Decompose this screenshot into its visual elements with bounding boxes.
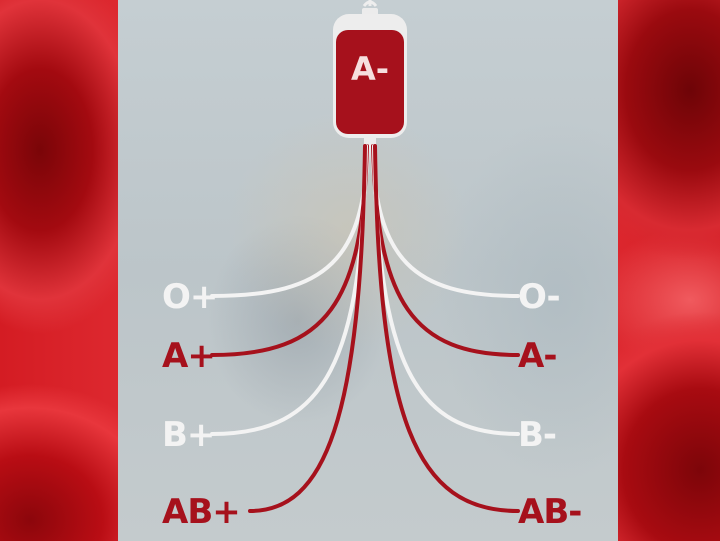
recipient-label-left-2: A+	[162, 336, 215, 376]
recipient-label-left-3: B+	[162, 415, 214, 455]
bag-hook-icon	[362, 0, 378, 16]
recipient-labels: O+ A+ B+ AB+ O- A- B- AB-	[162, 277, 582, 532]
blood-bag-icon: A-	[333, 14, 407, 146]
bag-blood-type-label: A-	[351, 50, 389, 88]
recipient-label-right-4: AB-	[518, 492, 581, 532]
tube-lines	[210, 144, 520, 513]
recipient-label-right-3: B-	[518, 415, 556, 455]
recipient-label-left-1: O+	[162, 277, 217, 317]
recipient-label-left-4: AB+	[162, 492, 240, 532]
tube-right-4	[373, 144, 520, 513]
recipient-label-right-1: O-	[518, 277, 560, 317]
blood-fill	[336, 30, 404, 134]
tube-left-1	[210, 144, 370, 298]
recipient-label-right-2: A-	[518, 336, 556, 376]
tube-left-4	[248, 144, 367, 513]
tube-right-1	[370, 144, 520, 298]
